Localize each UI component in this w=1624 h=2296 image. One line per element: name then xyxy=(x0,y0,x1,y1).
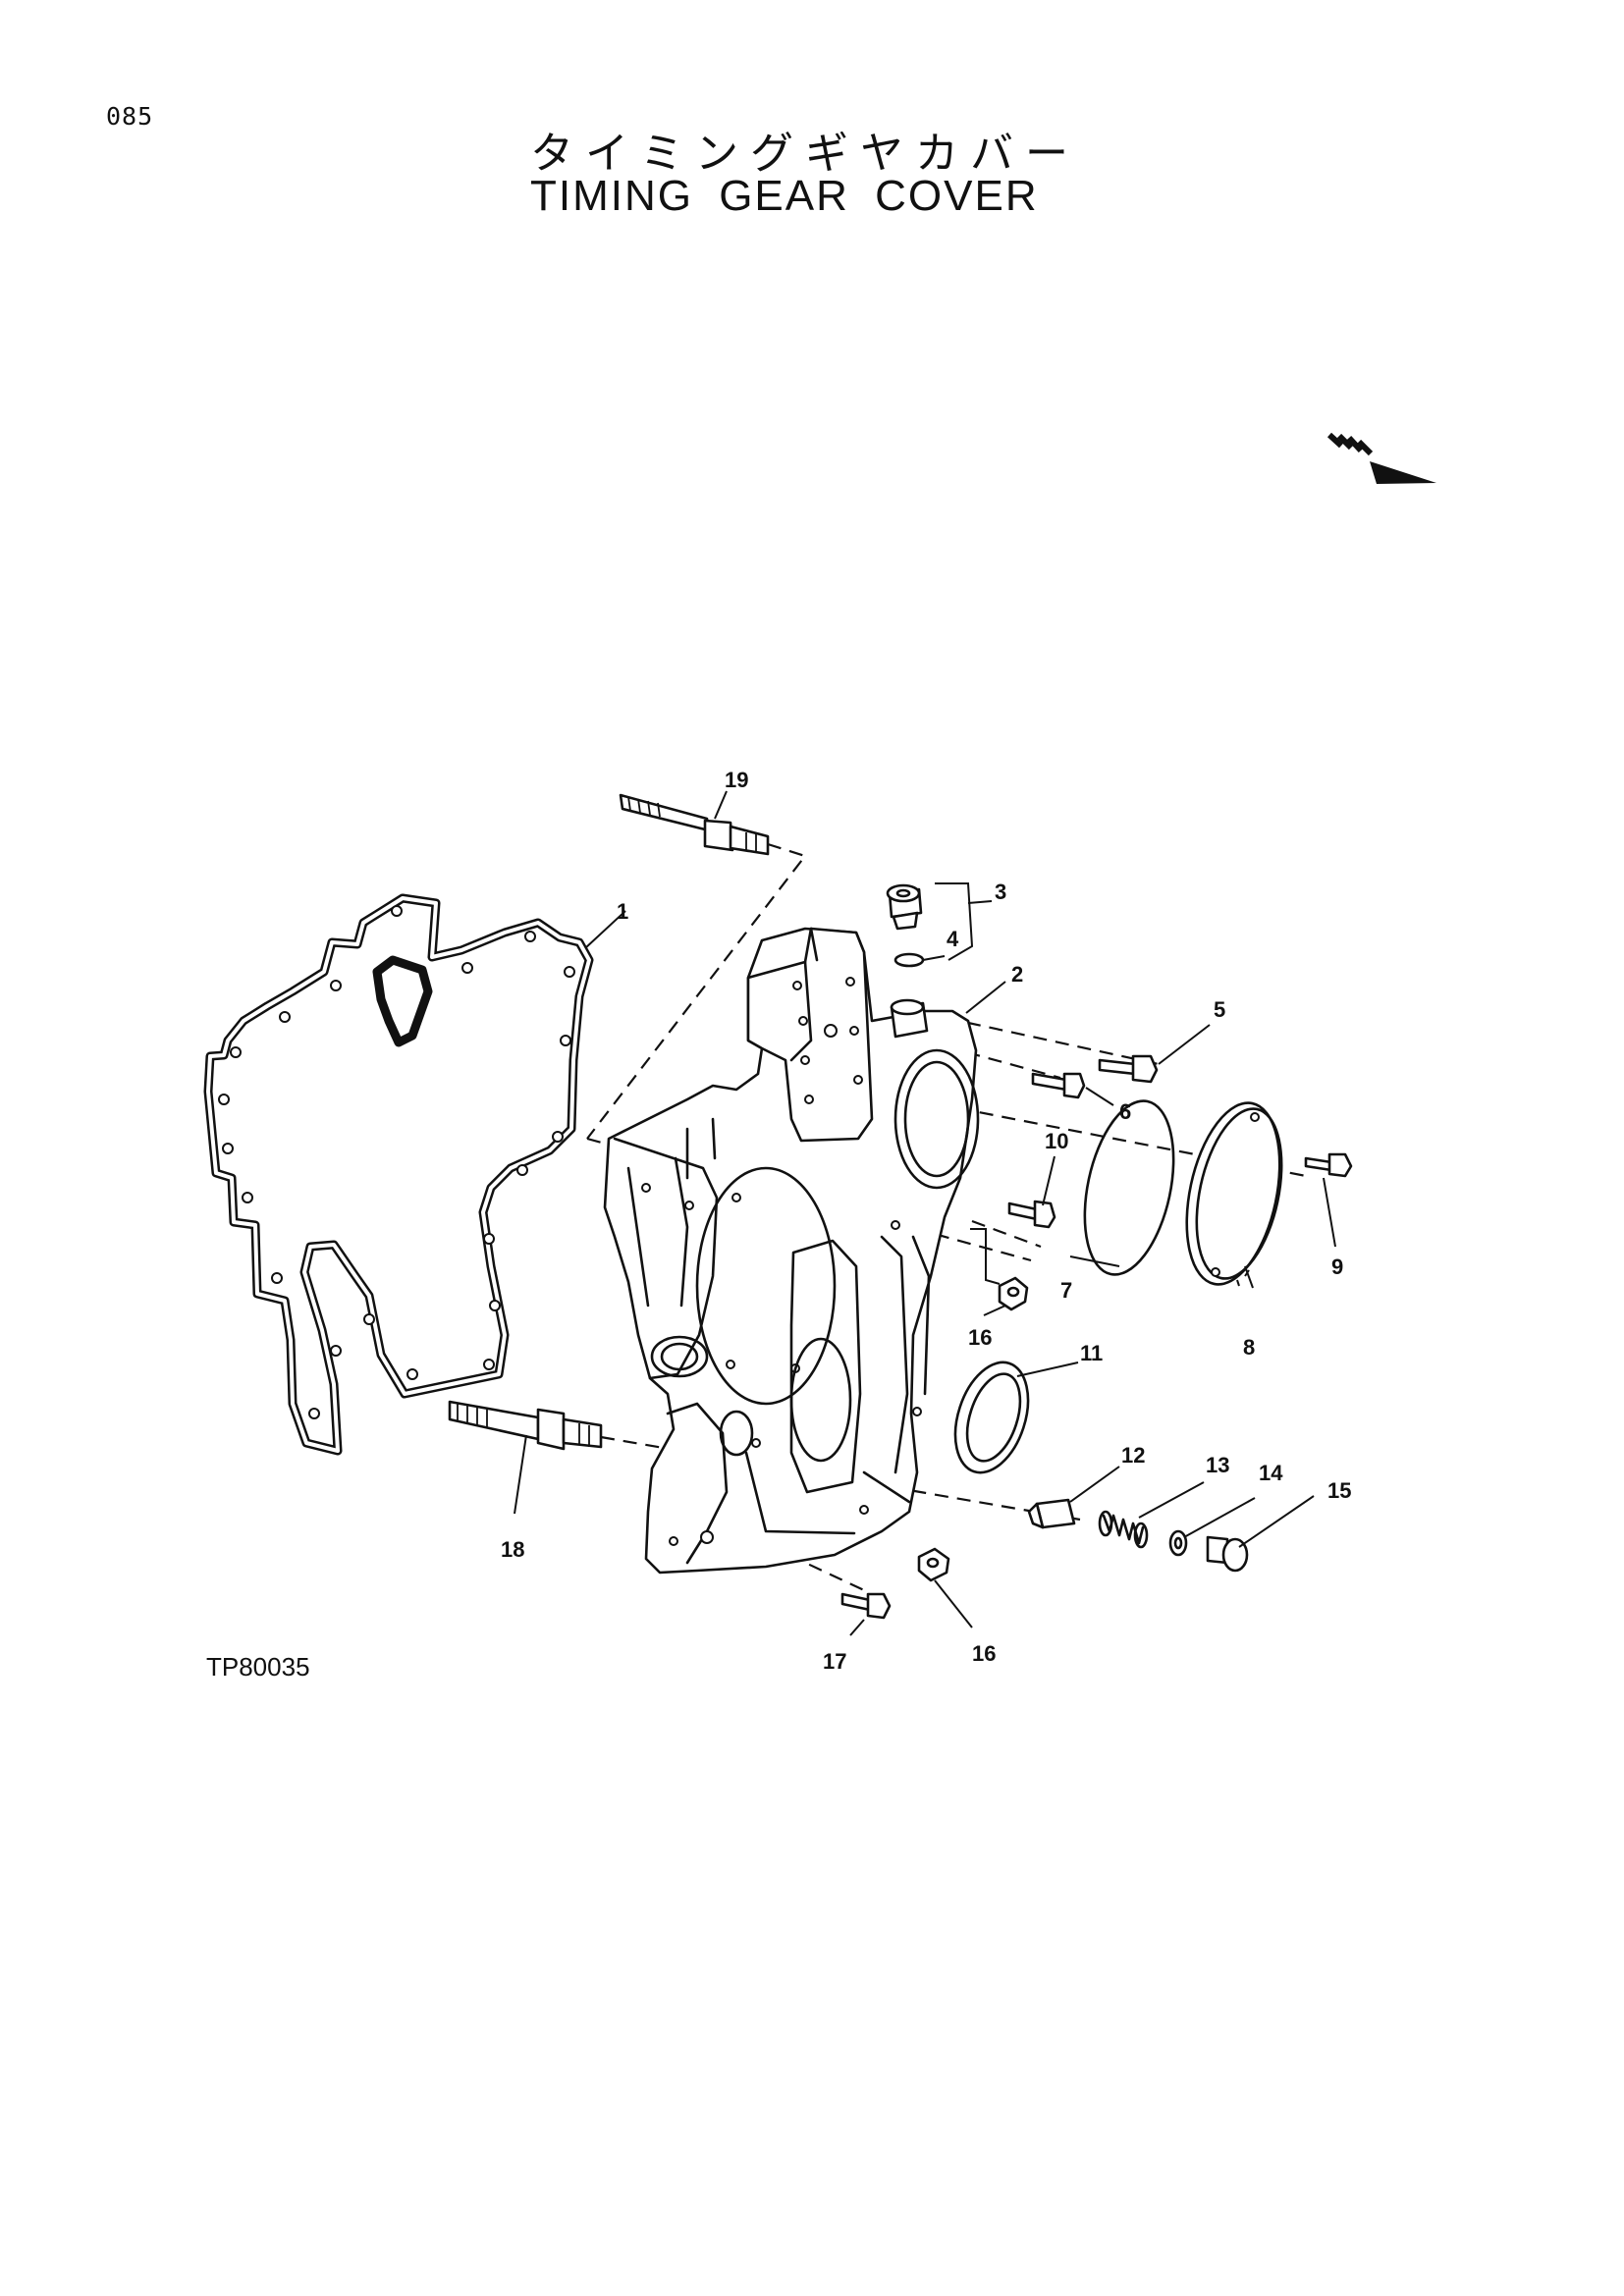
bolt-part-5 xyxy=(1098,1054,1159,1084)
page-title-japanese: タイミングギヤカバー xyxy=(530,129,1080,179)
o-ring-part-4 xyxy=(893,952,925,968)
front-direction-arrow-icon xyxy=(1326,432,1436,484)
callout-6: 6 xyxy=(1119,1099,1131,1124)
bolt-part-6 xyxy=(1031,1072,1086,1099)
callout-9: 9 xyxy=(1331,1255,1343,1279)
washer-part-14 xyxy=(1168,1529,1188,1557)
stud-part-18 xyxy=(448,1400,603,1451)
nut-part-16-upper xyxy=(998,1276,1029,1311)
bolt-part-9 xyxy=(1304,1152,1353,1178)
nut-part-16-lower xyxy=(917,1547,950,1582)
callout-12: 12 xyxy=(1121,1443,1145,1468)
callout-14: 14 xyxy=(1259,1461,1283,1485)
callout-11: 11 xyxy=(1080,1341,1103,1365)
bolt-part-17 xyxy=(840,1592,892,1620)
callout-1: 1 xyxy=(617,899,628,924)
callout-19: 19 xyxy=(725,768,748,792)
callout-4: 4 xyxy=(947,927,959,951)
bolt-part-10 xyxy=(1007,1200,1056,1229)
callout-16-upper: 16 xyxy=(968,1325,992,1350)
gasket-part-7 xyxy=(1083,1099,1175,1276)
callout-18: 18 xyxy=(501,1537,524,1562)
stud-part-19 xyxy=(619,793,770,856)
oil-seal-part-11 xyxy=(953,1361,1030,1474)
cover-plate-part-8 xyxy=(1185,1101,1283,1286)
page-title-english: TIMING GEAR COVER xyxy=(530,172,1039,220)
page-number: 085 xyxy=(106,102,154,131)
callout-2: 2 xyxy=(1011,962,1023,987)
plug-part-15 xyxy=(1206,1535,1249,1573)
gasket-part-1 xyxy=(203,893,594,1456)
callout-10: 10 xyxy=(1045,1129,1068,1153)
timing-gear-cover-part-2 xyxy=(603,927,980,1575)
callout-13: 13 xyxy=(1206,1453,1229,1477)
callout-5: 5 xyxy=(1214,997,1225,1022)
callout-7: 7 xyxy=(1060,1278,1072,1303)
callout-15: 15 xyxy=(1327,1478,1351,1503)
spring-part-13 xyxy=(1098,1510,1149,1549)
callout-8: 8 xyxy=(1243,1335,1255,1360)
callout-17: 17 xyxy=(823,1649,846,1674)
figure-code: TP80035 xyxy=(206,1652,310,1682)
valve-part-12 xyxy=(1027,1498,1076,1529)
plug-part-3 xyxy=(886,883,923,931)
callout-3: 3 xyxy=(995,880,1006,904)
callout-16-lower: 16 xyxy=(972,1641,996,1666)
